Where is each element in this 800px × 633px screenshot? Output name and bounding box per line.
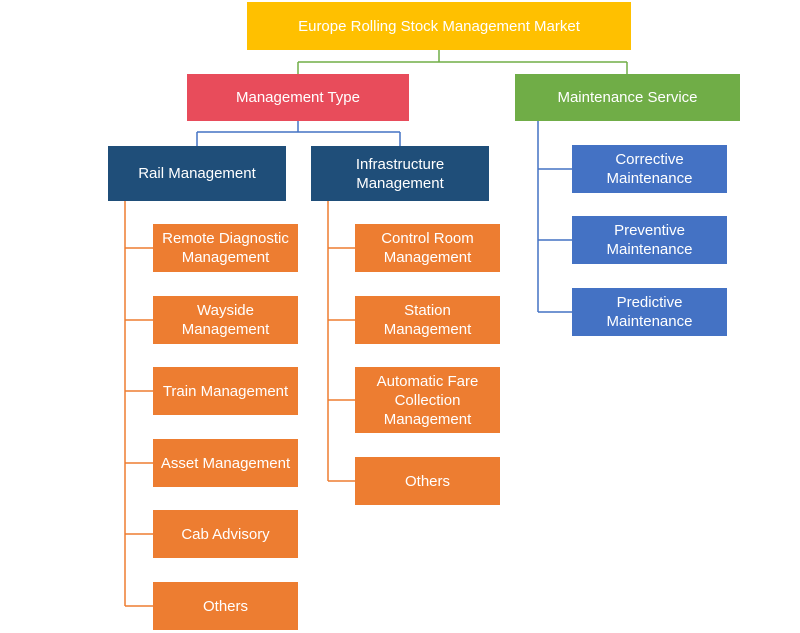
rail-leaf: Train Management [153,367,298,415]
rail-leaf: Cab Advisory [153,510,298,558]
rail-connector [124,201,153,607]
maintenance-leaf: Preventive Maintenance [572,216,727,264]
rail-leaf: Others [153,582,298,630]
management-type-label: Management Type [236,89,360,106]
rail-leaf: Remote Diagnostic Management [153,224,298,272]
rail-leaf: Wayside Management [153,296,298,344]
rail-leaf-label: Cab Advisory [181,525,270,543]
root-node: Europe Rolling Stock Management Market [247,2,631,50]
infra-leaf-label: Control Room Management [381,230,474,266]
rail-leaf: Asset Management [153,439,298,487]
maintenance-leaf: Predictive Maintenance [572,288,727,336]
infra-leaf: Others [355,457,500,505]
rail-leaf-label: Wayside Management [181,302,270,338]
rail-leaf-label: Others [202,597,248,615]
root-connector [297,50,628,74]
infra-leaf: Automatic Fare Collection Management [355,367,500,433]
maintenance-leaf: Corrective Maintenance [572,145,727,193]
maintenance-leaf-label: Predictive Maintenance [606,294,693,330]
infrastructure-management-label: Infrastructure Management [355,155,445,192]
infra-leaf-label: Others [404,472,450,490]
maintenance-connector [537,121,572,313]
infra-connector [327,201,355,482]
maintenance-leaf-label: Corrective Maintenance [606,151,693,187]
infrastructure-management-node: Infrastructure Management [311,146,489,201]
rail-leaf-label: Asset Management [160,454,291,472]
rail-leaf-label: Train Management [162,382,289,400]
root-node-label: Europe Rolling Stock Management Market [298,17,580,35]
rail-management-node: Rail Management [108,146,286,201]
rail-leaf-label: Remote Diagnostic Management [162,230,289,266]
maintenance-service-label: Maintenance Service [557,89,698,106]
maintenance-service-node: Maintenance Service [515,74,740,121]
infra-leaf-label: Station Management [383,302,472,338]
infra-leaf-label: Automatic Fare Collection Management [376,372,479,428]
management-type-connector [196,121,401,146]
infra-leaf: Station Management [355,296,500,344]
management-type-node: Management Type [187,74,409,121]
maintenance-leaf-label: Preventive Maintenance [606,222,693,258]
rail-management-label: Rail Management [138,165,256,182]
infra-leaf: Control Room Management [355,224,500,272]
